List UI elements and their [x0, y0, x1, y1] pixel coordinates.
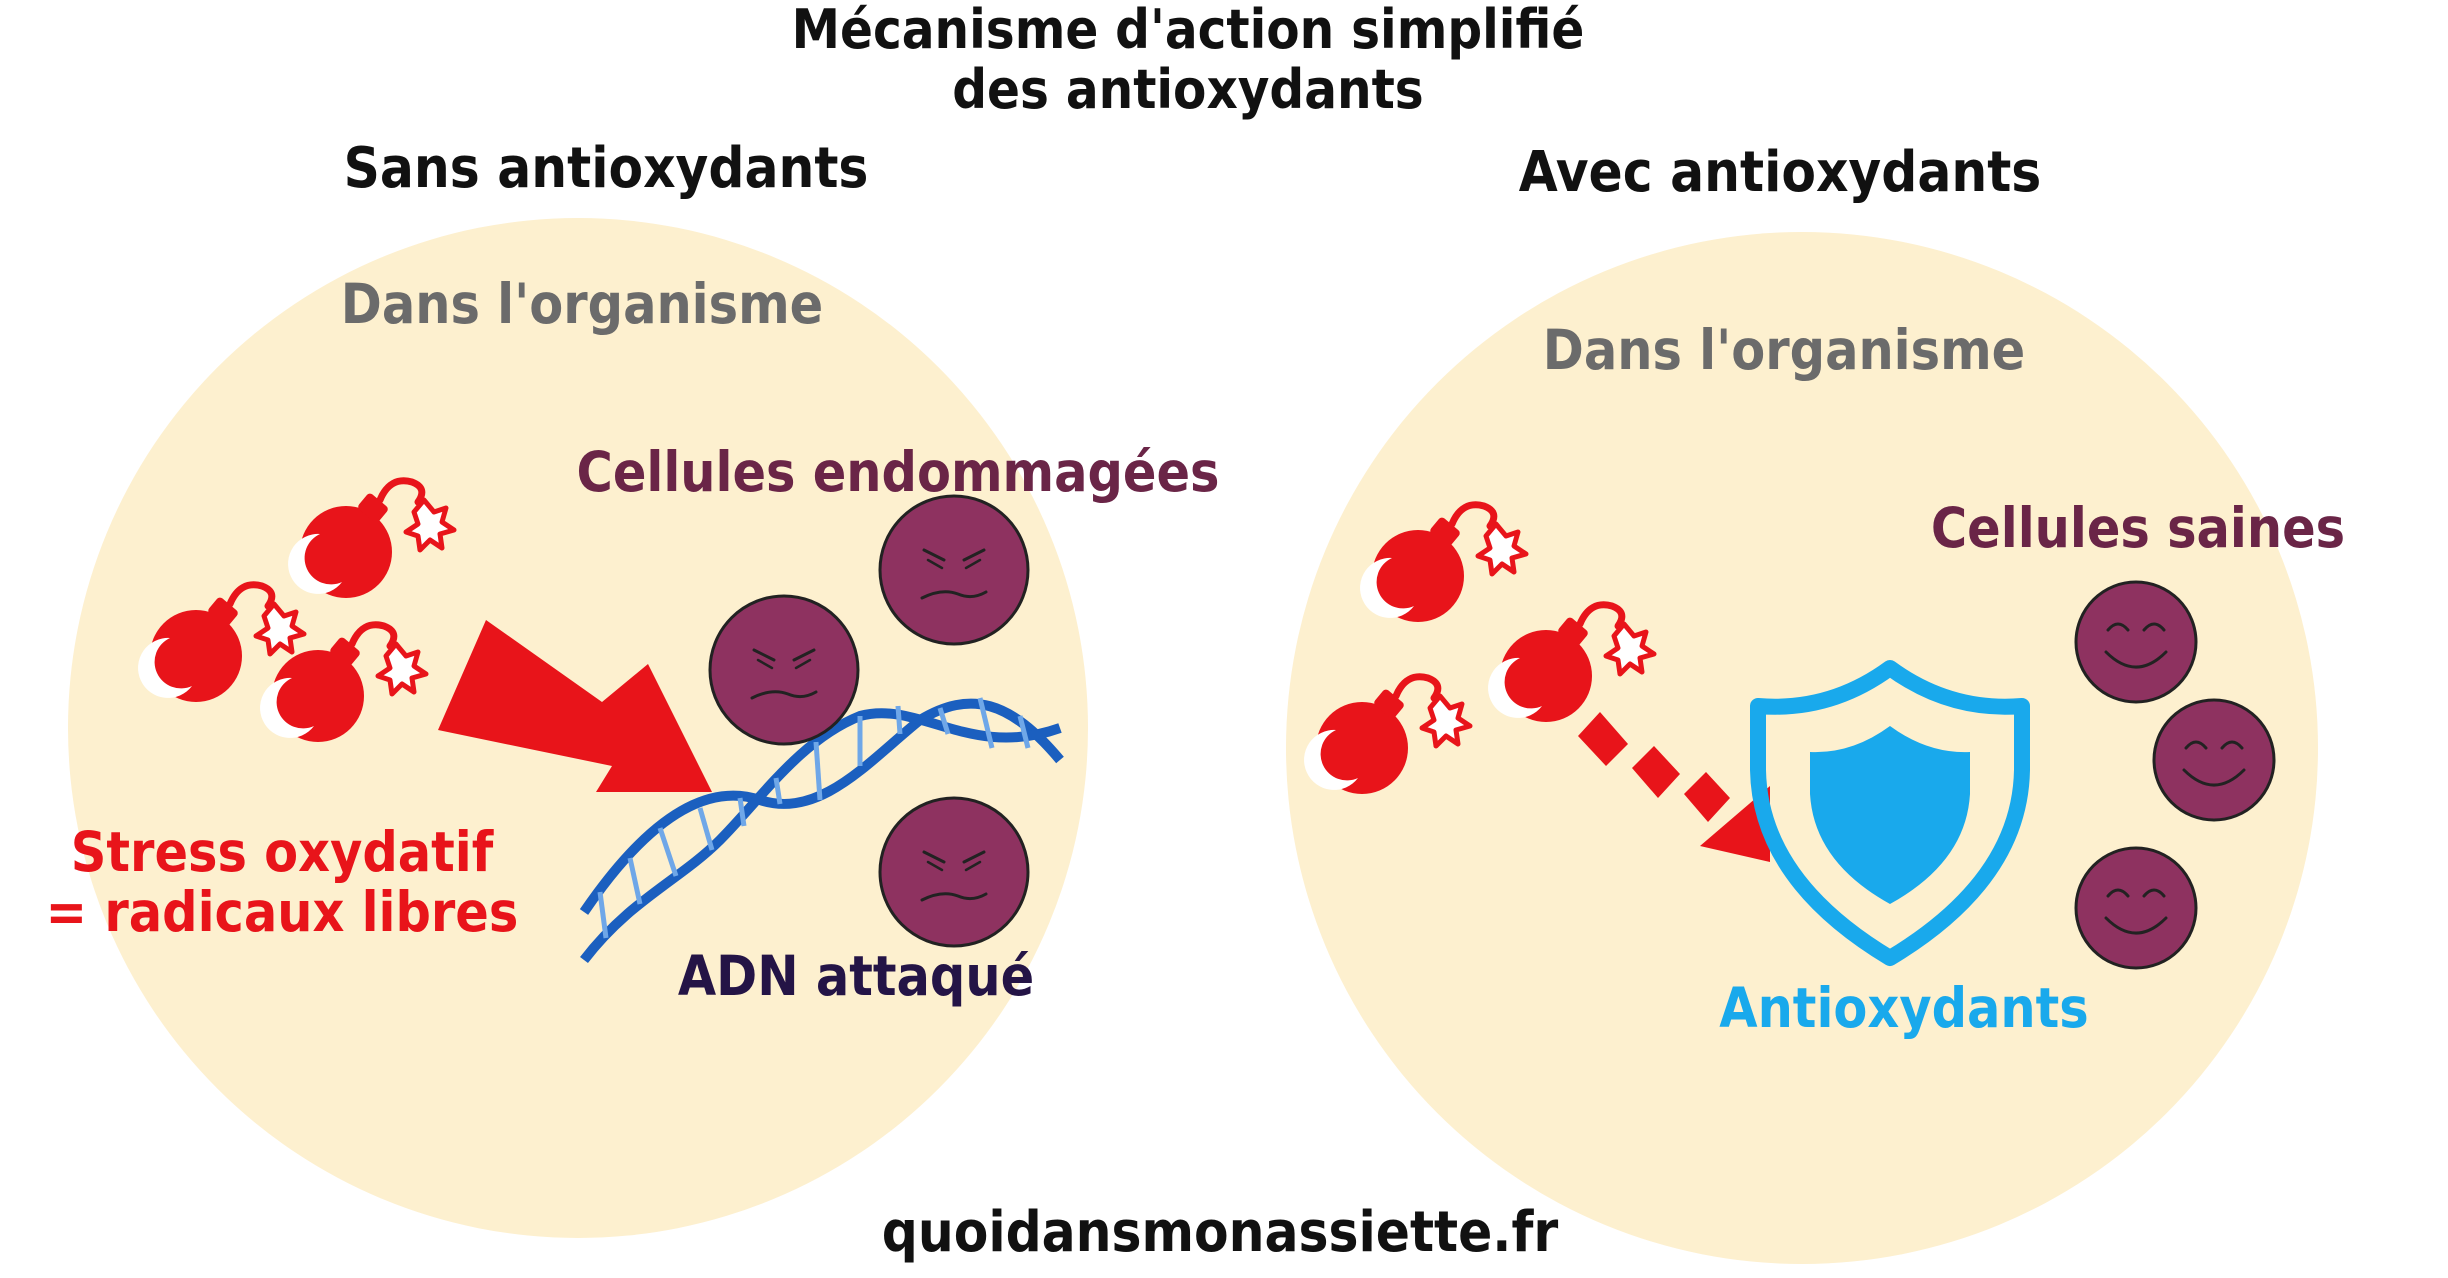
angry-cell-icon	[878, 494, 1030, 646]
left-context-label: Dans l'organisme	[340, 272, 824, 336]
right-organism-circle	[1286, 232, 2318, 1264]
oxidative-stress-line1: Stress oxydatif	[70, 820, 494, 884]
healthy-cells-label: Cellules saines	[1930, 496, 2346, 560]
source-footer: quoidansmonassiette.fr	[881, 1200, 1559, 1265]
diagram-title-line1: Mécanisme d'action simplifié	[791, 0, 1585, 61]
angry-cell-icon	[878, 796, 1030, 948]
angry-cell-icon	[708, 594, 860, 746]
dna-helix-icon	[579, 697, 1064, 964]
dashed-arrow-icon	[1578, 712, 1770, 862]
smiling-cell-icon	[2074, 846, 2198, 970]
left-panel-heading: Sans antioxydants	[343, 136, 869, 201]
damaged-cells-label: Cellules endommagées	[576, 440, 1220, 504]
dna-attacked-label: ADN attaqué	[677, 944, 1035, 1008]
right-panel-heading: Avec antioxydants	[1518, 140, 2042, 205]
oxidative-stress-label: Stress oxydatif = radicaux libres	[46, 822, 519, 942]
smiling-cell-icon	[2152, 698, 2276, 822]
shield-icon	[1750, 660, 2030, 966]
diagram-title: Mécanisme d'action simplifié des antioxy…	[792, 0, 1585, 120]
arrow-icon	[438, 620, 712, 792]
diagram-title-line2: des antioxydants	[952, 58, 1424, 121]
smiling-cell-icon	[2074, 580, 2198, 704]
right-context-label: Dans l'organisme	[1542, 318, 2026, 382]
oxidative-stress-line2: = radicaux libres	[45, 880, 519, 944]
antioxidants-label: Antioxydants	[1719, 976, 2089, 1040]
